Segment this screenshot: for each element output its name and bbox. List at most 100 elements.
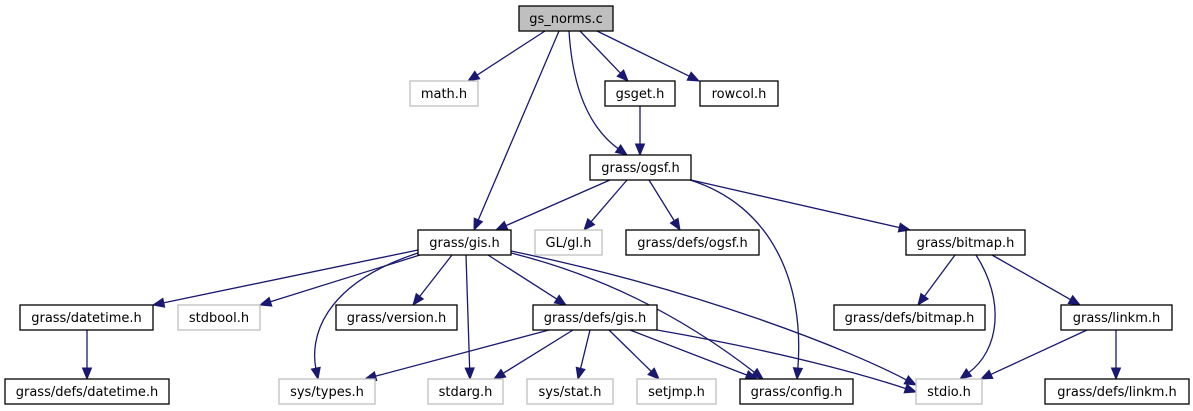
edges-layer [81,30,1122,394]
node-label: stdbool.h [189,311,249,326]
node-grass-bitmap-h[interactable]: grass/bitmap.h [905,229,1026,256]
node-label: grass/gis.h [429,236,500,251]
edge-grass-datetime-h-to-grass-defs-datetime-h [81,330,93,381]
arrowhead-icon [464,367,475,381]
node-box [905,229,1026,256]
arrowhead-icon [1110,367,1122,381]
edge-line [418,254,453,298]
edge-grass-defs-gis-h-to-sys-stat-h [575,329,591,381]
node-box [177,304,261,331]
edge-gsget-h-to-grass-ogsf-h [634,106,646,157]
arrowhead-icon [634,143,646,157]
node-label: grass/bitmap.h [917,236,1015,251]
node-label: sys/types.h [290,385,364,400]
node-grass-defs-bitmap-h[interactable]: grass/defs/bitmap.h [833,304,986,331]
edge-grass-bitmap-h-to-grass-defs-bitmap-h [917,254,956,307]
node-stdio-h: stdio.h [915,378,983,405]
edge-line [590,179,628,223]
arrowhead-icon [492,368,507,380]
node-box [1060,304,1173,331]
node-box [636,378,717,405]
edge-grass-ogsf-h-to-grass-bitmap-h [690,179,912,233]
node-label: grass/defs/datetime.h [16,385,159,400]
node-box [833,304,986,331]
node-label: stdarg.h [439,385,493,400]
node-label: stdio.h [927,385,971,400]
edge-grass-defs-gis-h-to-stdio-h [656,329,918,394]
edge-line [465,254,471,370]
node-grass-linkm-h[interactable]: grass/linkm.h [1060,304,1173,331]
arrowhead-icon [575,366,586,381]
node-label: grass/config.h [751,385,843,400]
arrowhead-icon [903,383,918,394]
edge-grass-gis-h-to-sys-types-h [310,252,419,381]
node-label: sys/stat.h [539,385,602,400]
edge-grass-defs-gis-h-to-grass-config-h [629,329,759,380]
edge-line [502,329,574,375]
node-sys-stat-h: sys/stat.h [526,378,614,405]
arrowhead-icon [583,217,596,232]
edge-line [487,254,558,301]
edge-grass-defs-gis-h-to-stdarg-h [492,329,574,380]
nodes-layer: gs_norms.c math.h gsget.h rowcol.h grass/ogs… [4,5,1190,405]
node-box [4,378,170,405]
edge-line [579,329,591,370]
node-grass-version-h[interactable]: grass/version.h [335,304,458,331]
edge-line [477,30,560,222]
node-box [1044,378,1190,405]
node-box [625,229,760,256]
edge-gs-norms-c-to-gsget-h [579,30,629,82]
arrowhead-icon [412,292,425,307]
node-box [589,154,692,181]
node-label: rowcol.h [712,87,767,102]
edge-grass-linkm-h-to-grass-defs-linkm-h [1110,330,1122,381]
node-label: gsget.h [616,87,665,102]
edge-line [568,30,620,150]
edge-line [656,329,907,390]
node-math-h: math.h [409,80,479,107]
node-box [19,304,154,331]
node-stdbool-h: stdbool.h [177,304,261,331]
node-grass-config-h[interactable]: grass/config.h [739,378,854,405]
arrowhead-icon [1067,294,1082,306]
node-box [427,378,504,405]
node-label: math.h [421,87,467,102]
node-box [915,378,983,405]
node-grass-ogsf-h[interactable]: grass/ogsf.h [589,154,692,181]
node-grass-datetime-h[interactable]: grass/datetime.h [19,304,154,331]
edge-line [629,329,748,377]
node-gs-norms-c[interactable]: gs_norms.c [518,5,614,32]
edge-line [269,254,421,303]
node-stdarg-h: stdarg.h [427,378,504,405]
edge-grass-ogsf-h-to-gl-gl-h [583,179,628,232]
node-gl-gl-h: GL/gl.h [534,229,603,256]
edge-grass-gis-h-to-stdbool-h [258,254,421,307]
node-grass-defs-linkm-h[interactable]: grass/defs/linkm.h [1044,378,1190,405]
node-sys-types-h: sys/types.h [278,378,376,405]
node-box [604,80,676,107]
node-label: grass/defs/bitmap.h [845,311,975,326]
node-grass-defs-gis-h[interactable]: grass/defs/gis.h [532,304,658,331]
edge-gs-norms-c-to-math-h [466,30,546,82]
edge-line [923,254,956,298]
node-grass-defs-datetime-h[interactable]: grass/defs/datetime.h [4,378,170,405]
node-rowcol-h[interactable]: rowcol.h [699,80,779,107]
node-label: grass/defs/gis.h [544,311,646,326]
arrowhead-icon [616,69,629,82]
arrowhead-icon [979,369,994,380]
node-label: grass/linkm.h [1073,311,1161,326]
node-box [417,229,512,256]
node-grass-defs-ogsf-h[interactable]: grass/defs/ogsf.h [625,229,760,256]
arrowhead-icon [686,71,701,82]
node-box [518,5,614,32]
edge-line [476,30,546,77]
arrowhead-icon [647,367,660,380]
arrowhead-icon [553,294,568,306]
node-gsget-h[interactable]: gsget.h [604,80,676,107]
node-grass-gis-h[interactable]: grass/gis.h [417,229,512,256]
edge-grass-ogsf-h-to-grass-defs-ogsf-h [648,179,681,232]
edge-line [648,179,676,222]
node-label: grass/version.h [347,311,446,326]
edge-grass-linkm-h-to-stdio-h [979,329,1088,380]
